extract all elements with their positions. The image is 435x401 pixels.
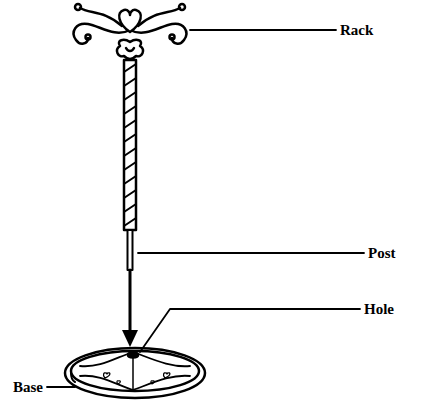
post-twist-stroke [124,218,136,226]
post-twist [124,64,136,226]
rack-arm [80,8,122,26]
base-heart [151,381,154,384]
post-twist-stroke [124,190,136,198]
rack-knot [126,48,134,51]
post-twist-stroke [124,78,136,86]
rack-knob [75,4,81,10]
base-pattern [80,376,190,390]
leader-line [47,386,75,388]
base-heart [163,373,169,378]
rack-heart [119,10,141,32]
insert-arrow [129,270,132,330]
part-label: Post [368,245,396,262]
post-body [124,60,136,230]
rack-knot [117,40,143,59]
post-twist-stroke [124,92,136,100]
part-label: Hole [364,301,394,318]
rack-knob [86,35,91,40]
base-rim [65,348,205,398]
leader-line [138,252,364,254]
post-twist-stroke [124,120,136,128]
post-tip [128,230,133,270]
post-twist-stroke [124,176,136,184]
post-twist-stroke [124,64,136,72]
post-twist-stroke [124,148,136,156]
base-hole [128,353,138,358]
leader-line [140,309,360,352]
arrow-head [122,330,138,347]
rack-arm [138,8,180,26]
rack-knob [179,4,185,10]
rack-knob [170,35,175,40]
post-twist-stroke [124,134,136,142]
post-twist-stroke [124,162,136,170]
base-top [71,351,199,391]
post-twist-stroke [124,204,136,212]
post-twist-stroke [124,106,136,114]
base-pattern [80,352,190,366]
base-heart [103,373,109,378]
part-label: Base [13,379,43,396]
base-heart [117,381,120,384]
part-label: Rack [340,22,373,39]
leader-line [190,29,336,31]
base-rim [71,373,75,382]
